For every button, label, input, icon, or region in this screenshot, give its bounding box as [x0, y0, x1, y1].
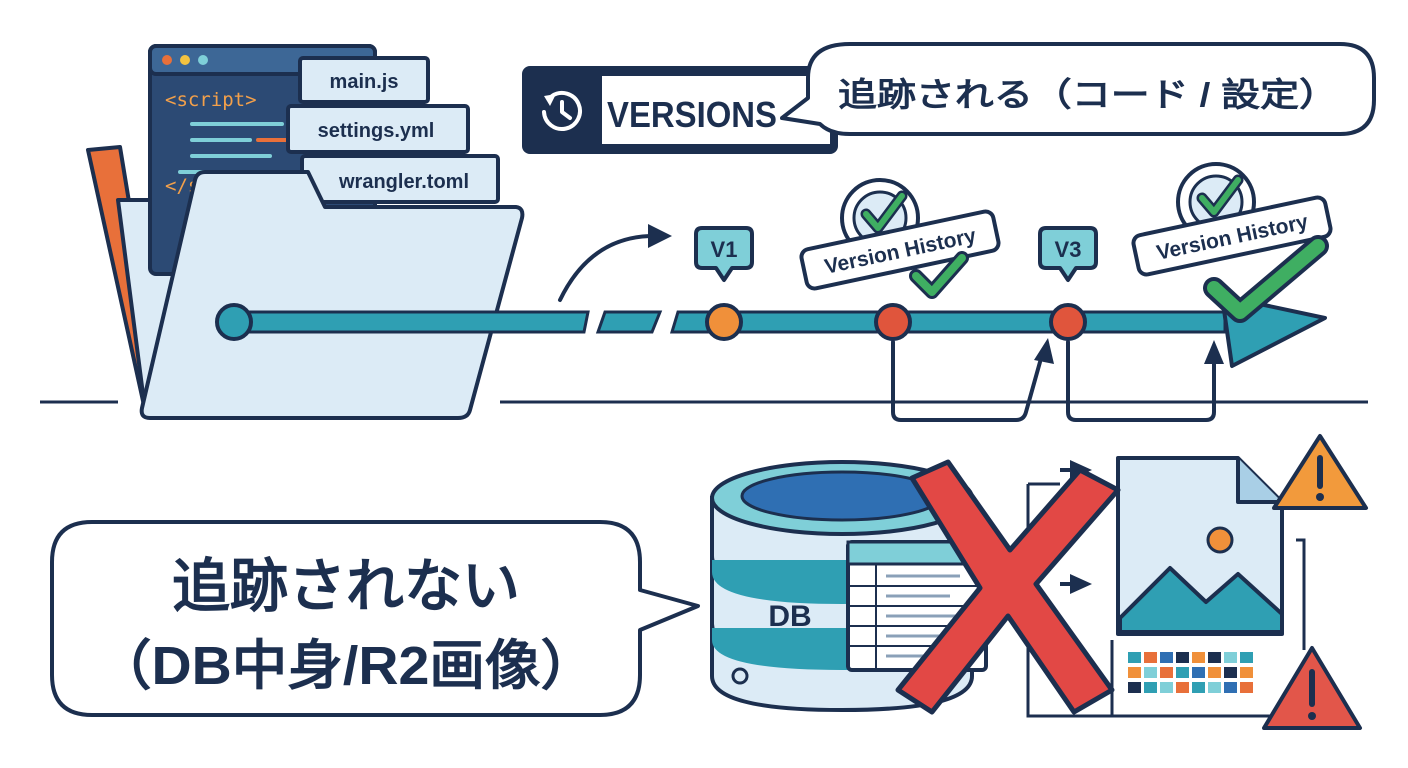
- version-node-v3: [1049, 303, 1087, 341]
- version-label: V3: [1055, 237, 1082, 262]
- file-card-main-js: main.js: [298, 56, 430, 104]
- version-v1: V1: [694, 226, 754, 341]
- check-icon: [1199, 177, 1241, 215]
- window-dot-yellow: [180, 55, 190, 65]
- file-name: wrangler.toml: [338, 171, 469, 193]
- branch-loop-1: [891, 340, 1042, 422]
- version-label: V1: [711, 237, 738, 262]
- file-name: settings.yml: [318, 120, 435, 142]
- timeline-start-node: [215, 303, 253, 341]
- history-clock-icon: [542, 90, 582, 131]
- untracked-speech-bubble: 追跡されない （DB中身/R2画像）: [50, 520, 700, 717]
- window-dot-blue: [198, 55, 208, 65]
- database-icon: DB: [710, 460, 988, 713]
- version-v3: V3: [1038, 226, 1098, 341]
- versions-label: VERSIONS: [607, 94, 777, 135]
- warning-icon-top: [1272, 434, 1368, 510]
- check-icon: [1207, 239, 1325, 319]
- folder-front: [139, 170, 525, 420]
- warning-icon-bottom: [1262, 646, 1362, 730]
- untracked-text-line2: （DB中身/R2画像）: [96, 636, 596, 696]
- version-timeline: V1 Version History V3: [215, 162, 1333, 422]
- pixel-grid: [1128, 652, 1253, 693]
- tracked-text: 追跡される（コード / 設定）: [838, 76, 1338, 113]
- version-node-v1: [705, 303, 743, 341]
- file-card-settings-yml: settings.yml: [286, 104, 470, 154]
- image-file-icon: [1026, 456, 1306, 718]
- file-card-wrangler-toml: wrangler.toml: [300, 154, 500, 204]
- window-dot-red: [162, 55, 172, 65]
- code-tag-open: <script>: [165, 89, 257, 111]
- curved-arrow: [558, 234, 652, 302]
- sun-icon: [1206, 526, 1234, 554]
- file-name: main.js: [330, 71, 399, 93]
- mountain-icon: [1118, 566, 1284, 634]
- version-node-v2: [874, 303, 912, 341]
- branch-loop-2: [1066, 340, 1216, 422]
- cross-icon: [895, 459, 1121, 715]
- untracked-text-line1: 追跡されない: [172, 554, 520, 619]
- version-history-badge-1: Version History: [799, 178, 1001, 341]
- version-history-badge-2: Version History: [1131, 162, 1333, 323]
- code-folder-group: <script> </s main.js settings.yml wrangl…: [86, 44, 525, 420]
- tracked-speech-bubble: 追跡される（コード / 設定）: [780, 42, 1376, 136]
- db-label: DB: [768, 600, 811, 633]
